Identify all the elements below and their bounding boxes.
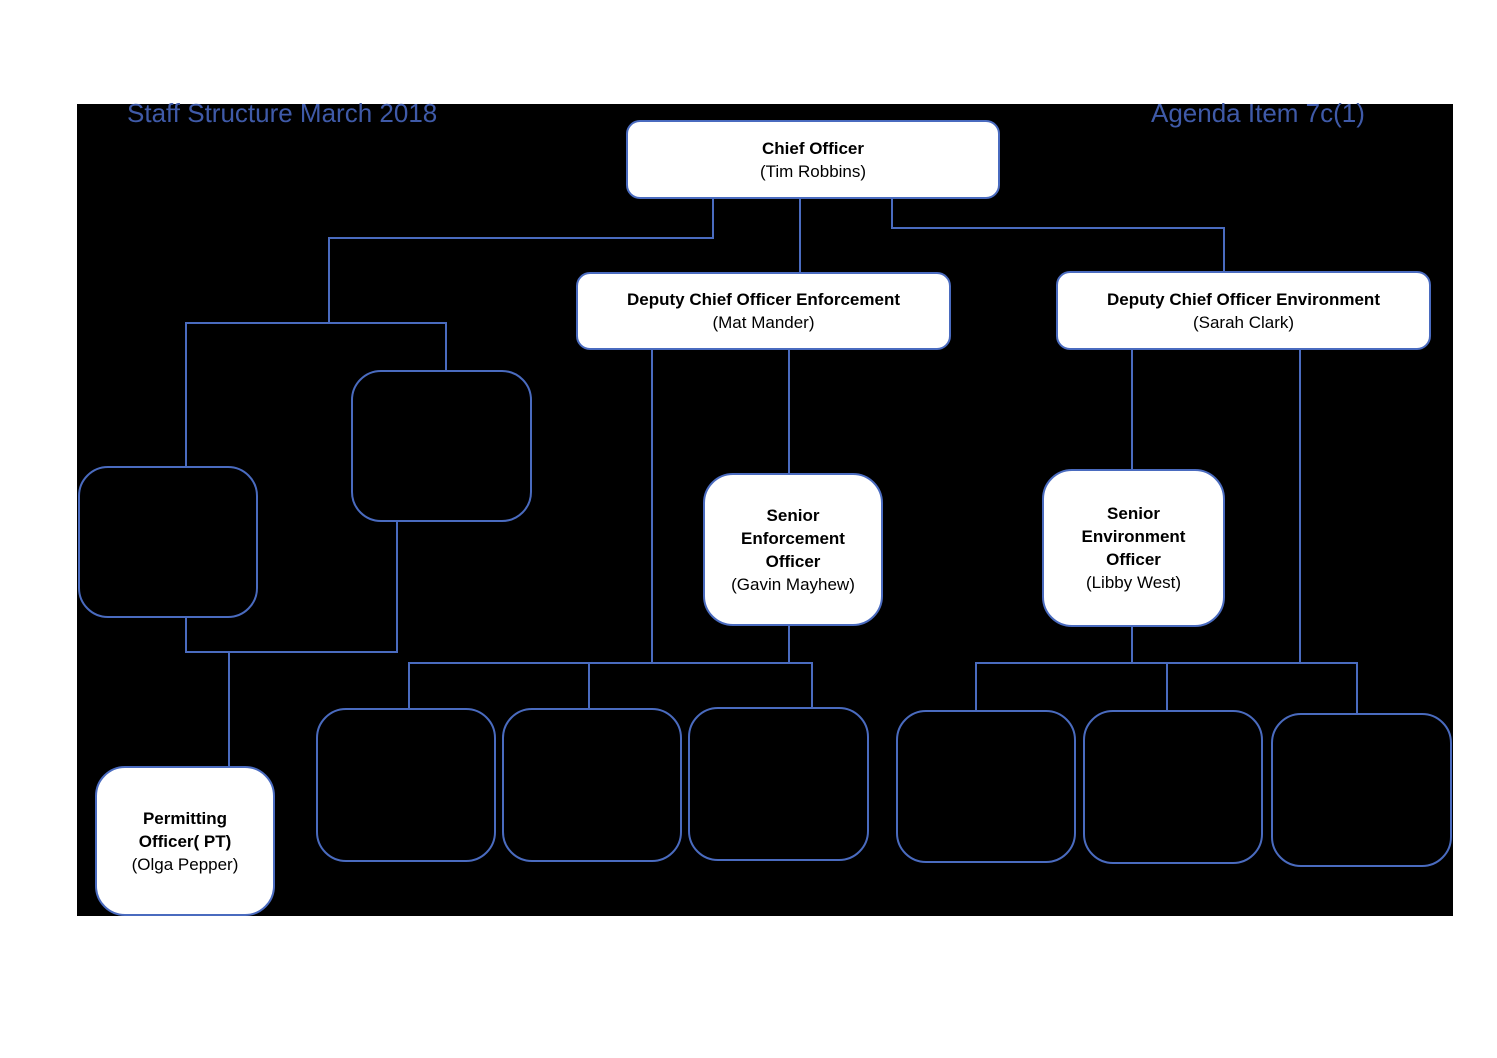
- permitting-officer-title-2: Officer( PT): [138, 831, 232, 851]
- senior-enforcement-title-1: Senior: [766, 505, 820, 525]
- chief-officer-title: Chief Officer: [761, 138, 865, 158]
- deputy-environment-box: Deputy Chief Officer Environment (Sarah …: [1056, 271, 1431, 350]
- permitting-officer-name: (Olga Pepper): [131, 854, 239, 874]
- deputy-environment-name: (Sarah Clark): [1192, 312, 1295, 332]
- deputy-enforcement-box: Deputy Chief Officer Enforcement (Mat Ma…: [576, 272, 951, 350]
- deputy-enforcement-name: (Mat Mander): [712, 313, 815, 332]
- empty-position-box: [688, 707, 869, 861]
- senior-enforcement-title-3: Officer: [765, 551, 821, 571]
- agenda-item-label: Agenda Item 7c(1): [1151, 98, 1365, 128]
- empty-position-box: [1083, 710, 1263, 864]
- connector-chief-left: [328, 199, 714, 323]
- chief-officer-name: (Tim Robbins): [759, 161, 867, 181]
- senior-environment-title-3: Officer: [1106, 550, 1161, 569]
- senior-enforcement-name: (Gavin Mayhew): [731, 574, 855, 594]
- deputy-environment-title: Deputy Chief Officer Environment: [1107, 289, 1380, 309]
- permitting-officer-title-1: Permitting: [142, 808, 228, 828]
- connector-left-merge: [185, 522, 398, 653]
- connector-chief-deputy-environment: [891, 199, 1225, 272]
- senior-environment-title-1: Senior: [1107, 504, 1160, 523]
- empty-position-box: [78, 466, 258, 618]
- connector-left-branch: [185, 322, 447, 466]
- empty-position-box: [896, 710, 1076, 863]
- permitting-officer-box: Permitting Officer( PT) (Olga Pepper): [95, 766, 275, 916]
- senior-enforcement-box: Senior Enforcement Officer (Gavin Mayhew…: [703, 473, 883, 626]
- page-title: Staff Structure March 2018: [127, 98, 438, 128]
- senior-environment-title-2: Environment: [1081, 527, 1186, 546]
- empty-position-box: [502, 708, 682, 862]
- empty-position-box: [1271, 713, 1452, 867]
- deputy-enforcement-title: Deputy Chief Officer Enforcement: [627, 290, 900, 309]
- chief-officer-box: Chief Officer (Tim Robbins): [626, 120, 1000, 199]
- empty-position-box: [316, 708, 496, 862]
- senior-environment-name: (Libby West): [1085, 573, 1182, 592]
- empty-position-box: [351, 370, 532, 522]
- connector-enforcement-bus: [408, 662, 813, 708]
- senior-enforcement-title-2: Enforcement: [741, 528, 845, 548]
- senior-environment-box: Senior Environment Officer (Libby West): [1042, 469, 1225, 627]
